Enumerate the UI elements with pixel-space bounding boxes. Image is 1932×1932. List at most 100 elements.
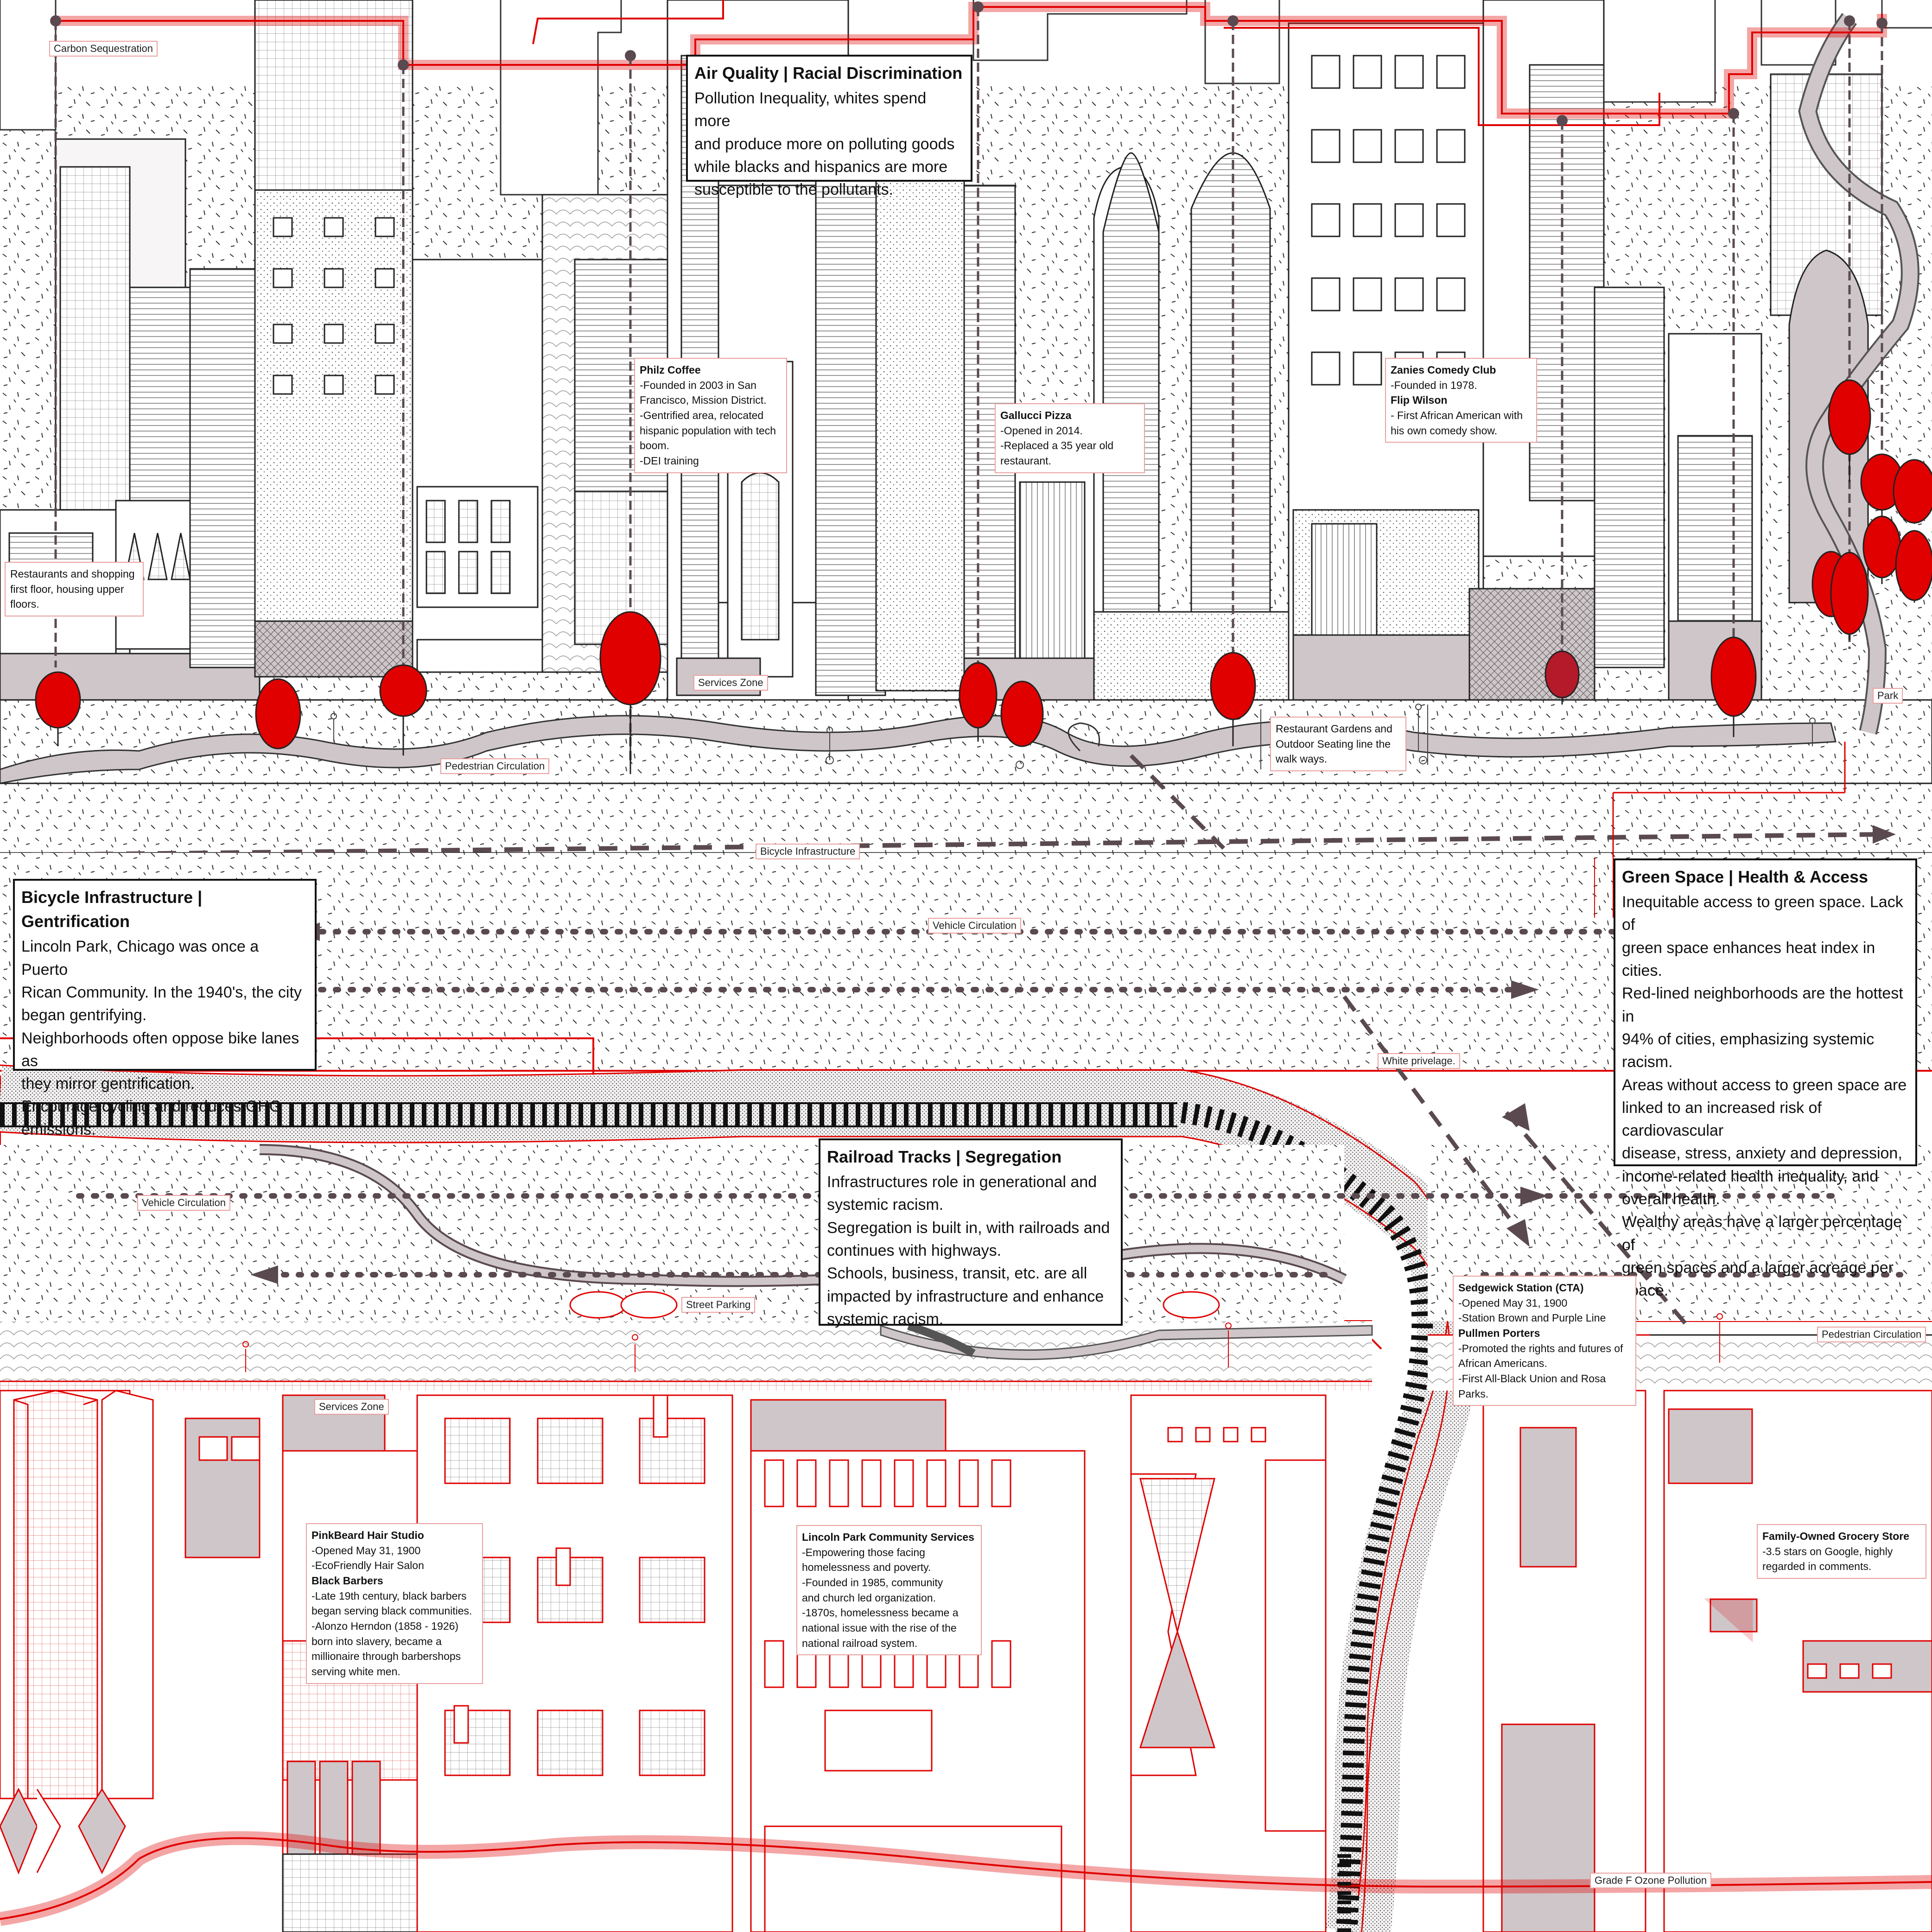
lpcs-line: -1870s, homelessness became a [802,1607,959,1619]
pinkbeard-line: -Alonzo Herndon (1858 - 1926) [311,1620,459,1632]
gallucci-line: -Opened in 2014. [1000,424,1083,437]
green-space-line: overall health. [1622,1190,1720,1208]
green-space-line: income-related health inequality, and [1622,1167,1879,1185]
gallucci-pizza-note: Gallucci Pizza -Opened in 2014. -Replace… [995,403,1145,473]
lamp-post-icon [1415,704,1422,751]
bicycle-note-line: emissions. [21,1120,96,1138]
lpcs-line: -Empowering those facing [802,1546,925,1558]
direction-arrow-icon [250,1265,278,1284]
restaurants-line: Restaurants and shopping [10,568,135,580]
bicycle-note-line: Encourage cycling and reduces GHG [21,1098,282,1116]
air-quality-line: Pollution Inequality, whites spend more [694,89,927,130]
tree-icon [1210,652,1256,746]
zanies-subtitle: Flip Wilson [1391,394,1448,407]
philz-line: -Founded in 2003 in San [640,379,756,391]
restaurants-shopping-note: Restaurants and shopping first floor, ho… [5,562,144,616]
lpcs-title: Lincoln Park Community Services [802,1531,974,1543]
green-space-line: Wealthy areas have a larger percentage o… [1622,1213,1902,1254]
railroad-note-line: Schools, business, transit, etc. are all [827,1265,1087,1283]
lamp-post-icon [632,1334,638,1372]
sedgwick-line: -Opened May 31, 1900 [1458,1296,1568,1309]
tree-icon [1830,552,1869,640]
air-quality-line: while blacks and hispanics are more [694,158,948,176]
tree-icon [1000,680,1044,747]
family-grocery-store-note: Family-Owned Grocery Store -3.5 stars on… [1757,1524,1926,1579]
tree-icon [1710,636,1757,737]
tree-icon [599,611,661,774]
pinkbeard-line: born into slavery, became a [311,1635,442,1647]
green-space-line: Red-lined neighborhoods are the hottest … [1622,985,1903,1025]
park-label: Park [1873,688,1903,704]
gallucci-line: -Replaced a 35 year old [1000,439,1114,452]
railroad-note-line: impacted by infrastructure and enhance [827,1287,1104,1305]
sedgwick-line: -First All-Black Union and Rosa Parks. [1458,1372,1606,1400]
pinkbeard-line: -Opened May 31, 1900 [311,1544,421,1557]
zanies-line: -Founded in 1978. [1391,379,1477,391]
gallucci-line: restaurant. [1000,454,1051,467]
railroad-note-line: Infrastructures role in generational and [827,1173,1097,1191]
green-space-line: disease, stress, anxiety and depression, [1622,1144,1902,1163]
pedestrian-circulation-bottom-label: Pedestrian Circulation [1817,1327,1926,1342]
green-space-note: Green Space | Health & Access Inequitabl… [1614,858,1917,1299]
tree-icon [959,662,998,742]
pinkbeard-line: -Late 19th century, black barbers [311,1589,467,1602]
zanies-line: his own comedy show. [1391,424,1498,437]
green-space-line: Areas without access to green space are [1622,1076,1907,1094]
bicycle-note-line: they mirror gentrification. [21,1075,195,1093]
bicycle-note-line: Rican Community. In the 1940's, the city [21,983,302,1001]
tree-icon [1828,379,1871,482]
philz-line: -Gentrified area, relocated [640,409,764,421]
green-space-title: Green Space | Health & Access [1622,867,1868,886]
lpcs-line: national issue with the rise of the [802,1621,957,1634]
pedestrian-circulation-top-label: Pedestrian Circulation [440,758,550,774]
tree-icon [35,671,81,746]
air-quality-title: Air Quality | Racial Discrimination [694,64,963,83]
railroad-segregation-note: Railroad Tracks | Segregation Infrastruc… [819,1138,1123,1328]
lamp-post-icon [1225,1322,1232,1367]
air-quality-note: Air Quality | Racial Discrimination Poll… [686,55,972,198]
services-zone-top-label: Services Zone [693,675,768,691]
air-quality-line: and produce more on polluting goods [694,135,955,153]
bicycle-infrastructure-note: Bicycle Infrastructure | Gentrification … [13,879,317,1138]
lpcs-line: -Founded in 1985, community [802,1576,943,1589]
bicycle-lane [0,825,1896,858]
direction-arrow-icon [1511,980,1539,999]
philz-line: Francisco, Mission District. [640,394,767,407]
lpcs-line: and church led organization. [802,1591,936,1604]
gardens-line: Restaurant Gardens and [1276,723,1392,735]
sedgwick-subtitle: Pullmen Porters [1458,1327,1540,1339]
sedgwick-line: -Station Brown and Purple Line [1458,1312,1606,1324]
pinkbeard-line: millionaire through barbershops [311,1650,461,1663]
lamp-post-icon [1809,718,1816,746]
lamp-post-icon [330,713,337,742]
gallucci-title: Gallucci Pizza [1000,409,1072,421]
green-space-line: 94% of cities, emphasizing systemic raci… [1622,1030,1875,1071]
services-zone-bottom-label: Services Zone [314,1399,389,1415]
direction-arrow-icon [1873,825,1896,844]
upper-vehicle-road [0,742,1932,1071]
philz-line: boom. [640,439,669,452]
ozone-pollution-band [0,1831,1932,1932]
direction-arrow-icon [1520,1187,1548,1205]
tree-icon [255,678,301,750]
sedgwick-line: -Promoted the rights and futures of [1458,1342,1623,1354]
lincoln-park-community-services-note: Lincoln Park Community Services -Empower… [796,1525,982,1656]
bicycle-note-line: Neighborhoods often oppose bike lanes as [21,1029,299,1070]
lpcs-line: national railroad system. [802,1637,918,1649]
bicycle-icon [826,756,1427,769]
sedgwick-line: African Americans. [1458,1357,1547,1370]
pinkbeard-line: serving white men. [311,1665,400,1678]
green-space-line: space. [1622,1282,1669,1300]
pinkbeard-line: began serving black communities. [311,1605,472,1617]
philz-line: hispanic population with tech [640,424,776,437]
green-space-line: linked to an increased risk of cardiovas… [1622,1099,1822,1140]
pinkbeard-title: PinkBeard Hair Studio [311,1529,424,1541]
gardens-line: Outdoor Seating line the [1276,737,1391,750]
bicycle-infrastructure-label: Bicycle Infrastructure [756,844,860,859]
restaurants-line: floors. [10,598,39,610]
bicycle-note-line: began gentrifying. [21,1006,147,1024]
lamp-post-icon [1716,1313,1723,1363]
street-parking-label: Street Parking [681,1297,756,1313]
lamp-post-icon [826,727,833,760]
